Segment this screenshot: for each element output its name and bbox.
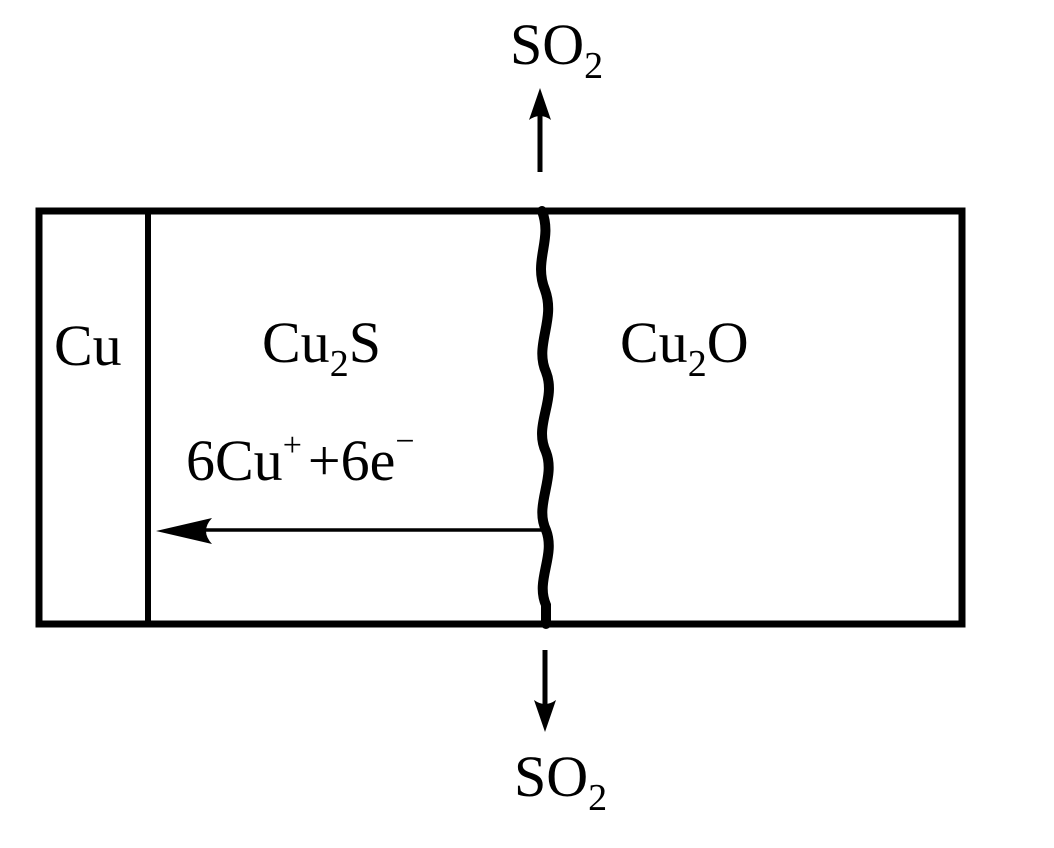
- arrow-up-icon: [529, 88, 551, 172]
- cu2s-pre: Cu: [262, 310, 330, 375]
- top-so2-label: SO2: [510, 12, 603, 87]
- reaction-sup2: −: [395, 423, 414, 460]
- cu2s-label: Cu2S: [262, 310, 381, 385]
- cu-label: Cu: [54, 313, 122, 378]
- top-so2-base: SO: [510, 12, 584, 77]
- wavy-interface-line: [536, 206, 554, 629]
- bottom-so2-subscript: 2: [588, 777, 607, 819]
- cu2o-subscript: 2: [688, 343, 707, 385]
- bottom-so2-label: SO2: [514, 744, 607, 819]
- reaction-label: 6Cu++6e−: [186, 423, 415, 493]
- cu2o-pre: Cu: [620, 310, 688, 375]
- reaction-sup1: +: [283, 427, 302, 464]
- cu2s-post: S: [349, 310, 381, 375]
- cu2o-post: O: [707, 310, 749, 375]
- cu2o-label: Cu2O: [620, 310, 749, 385]
- arrow-left-icon: [156, 518, 542, 544]
- bottom-so2-base: SO: [514, 744, 588, 809]
- cu2s-subscript: 2: [330, 343, 349, 385]
- reaction-coef2: 6e: [341, 428, 396, 493]
- outer-box: [35, 207, 966, 628]
- reaction-plus: +: [308, 428, 341, 493]
- reaction-coef1: 6Cu: [186, 428, 283, 493]
- arrow-down-icon: [534, 650, 556, 732]
- top-so2-subscript: 2: [584, 45, 603, 87]
